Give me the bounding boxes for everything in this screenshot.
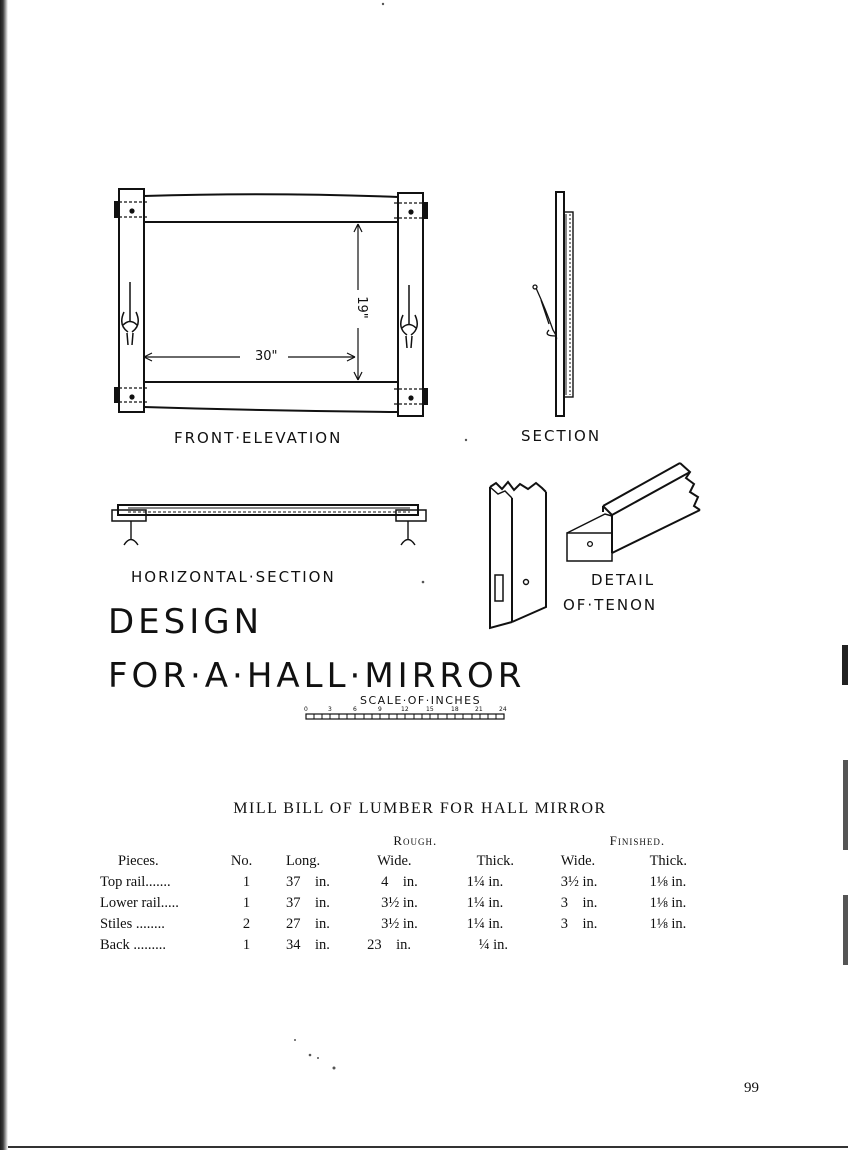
table-row: Back ......... 1 34 in. 23 in. ¼ in.: [100, 935, 720, 956]
mill-bill: MILL BILL OF LUMBER FOR HALL MIRROR Roug…: [100, 800, 740, 956]
table-cell: 3½ in.: [381, 916, 418, 932]
table-cell: 1¼ in.: [466, 895, 504, 911]
front-elevation-label: FRONT·ELEVATION: [174, 429, 343, 447]
dimension-height: 19": [353, 292, 369, 323]
scan-edge: [0, 0, 8, 1150]
table-cell: 37 in.: [285, 895, 330, 911]
mortise-stile-figure: [489, 480, 547, 630]
table-cell: 3½ in.: [560, 874, 598, 890]
table-cell: Top rail.......: [100, 874, 171, 890]
column-header: Wide.: [560, 853, 596, 869]
table-row: Lower rail..... 1 37 in. 3½ in. 1¼ in. 3…: [100, 893, 720, 914]
table-cell: [636, 935, 720, 956]
column-header: No.: [230, 853, 253, 869]
table-cell: 2: [242, 916, 251, 932]
scan-mark: [842, 645, 848, 685]
tenon-rail-figure: [566, 462, 701, 562]
scale-tick: 0: [304, 706, 308, 713]
table-cell: 1: [242, 937, 251, 953]
mill-bill-title: MILL BILL OF LUMBER FOR HALL MIRROR: [233, 800, 607, 817]
detail-label-line1: DETAIL: [591, 571, 656, 589]
scale-tick: 18: [451, 706, 459, 713]
table-group-row: Rough. Finished.: [100, 830, 720, 851]
table-cell: 4 in.: [381, 874, 418, 890]
table-cell: 1⅛ in.: [649, 895, 687, 911]
table-row: Top rail....... 1 37 in. 4 in. 1¼ in. 3½…: [100, 872, 720, 893]
table-header-row: Pieces. No. Long. Wide. Thick. Wide. Thi…: [100, 851, 720, 872]
table-cell: 37 in.: [285, 874, 330, 890]
section-label: SECTION: [521, 427, 602, 445]
column-header: Pieces.: [118, 853, 159, 869]
column-header: Long.: [285, 853, 321, 869]
column-header: Thick.: [476, 853, 515, 869]
scale-ticks: 0 3 6 9 12 15 18 21 24: [303, 706, 517, 715]
scale-tick: 24: [499, 706, 507, 713]
table-cell: 1: [242, 874, 251, 890]
table-cell: 1⅛ in.: [649, 916, 687, 932]
table-cell: 1: [242, 895, 251, 911]
table-cell: Back .........: [100, 937, 167, 953]
mill-bill-table: Rough. Finished. Pieces. No. Long. Wide.…: [100, 830, 720, 956]
table-cell: 3½ in.: [381, 895, 418, 911]
design-title-line1: DESIGN: [108, 602, 264, 642]
table-cell: 23 in.: [367, 937, 411, 953]
scale-tick: 3: [328, 706, 332, 713]
design-title-line2: FOR·A·HALL·MIRROR: [108, 656, 526, 696]
scale-tick: 15: [426, 706, 434, 713]
scale-tick: 9: [378, 706, 382, 713]
horizontal-section-figure: [111, 504, 427, 546]
section-figure: [532, 191, 574, 417]
column-header: Wide.: [377, 853, 412, 869]
horizontal-section-label: HORIZONTAL·SECTION: [131, 568, 336, 586]
table-cell: 27 in.: [285, 916, 330, 932]
scale-tick: 6: [353, 706, 357, 713]
table-cell: 3 in.: [560, 895, 598, 911]
scale-tick: 21: [475, 706, 483, 713]
table-row: Stiles ........ 2 27 in. 3½ in. 1¼ in. 3…: [100, 914, 720, 935]
table-cell: 1⅛ in.: [649, 874, 687, 890]
scale-tick: 12: [401, 706, 409, 713]
table-cell: [555, 935, 636, 956]
scale-bar: [305, 713, 505, 720]
rough-group-label: Rough.: [393, 832, 438, 848]
detail-label-line2: OF·TENON: [563, 596, 658, 614]
table-cell: ¼ in.: [478, 937, 508, 953]
table-cell: 3 in.: [560, 916, 598, 932]
dimension-width: 30": [251, 349, 282, 364]
table-cell: Lower rail.....: [100, 895, 179, 911]
finished-group-label: Finished.: [609, 832, 666, 848]
scale-label: SCALE·OF·INCHES: [360, 694, 482, 707]
scan-mark: [843, 895, 848, 965]
front-elevation-figure: [114, 188, 428, 417]
bottom-rule: [8, 1146, 848, 1148]
table-cell: 1¼ in.: [466, 916, 504, 932]
table-cell: Stiles ........: [100, 916, 165, 932]
table-cell: 1¼ in.: [466, 874, 504, 890]
scan-mark: [843, 760, 848, 850]
table-cell: 34 in.: [285, 937, 330, 953]
page-number: 99: [744, 1080, 759, 1096]
column-header: Thick.: [649, 853, 688, 869]
